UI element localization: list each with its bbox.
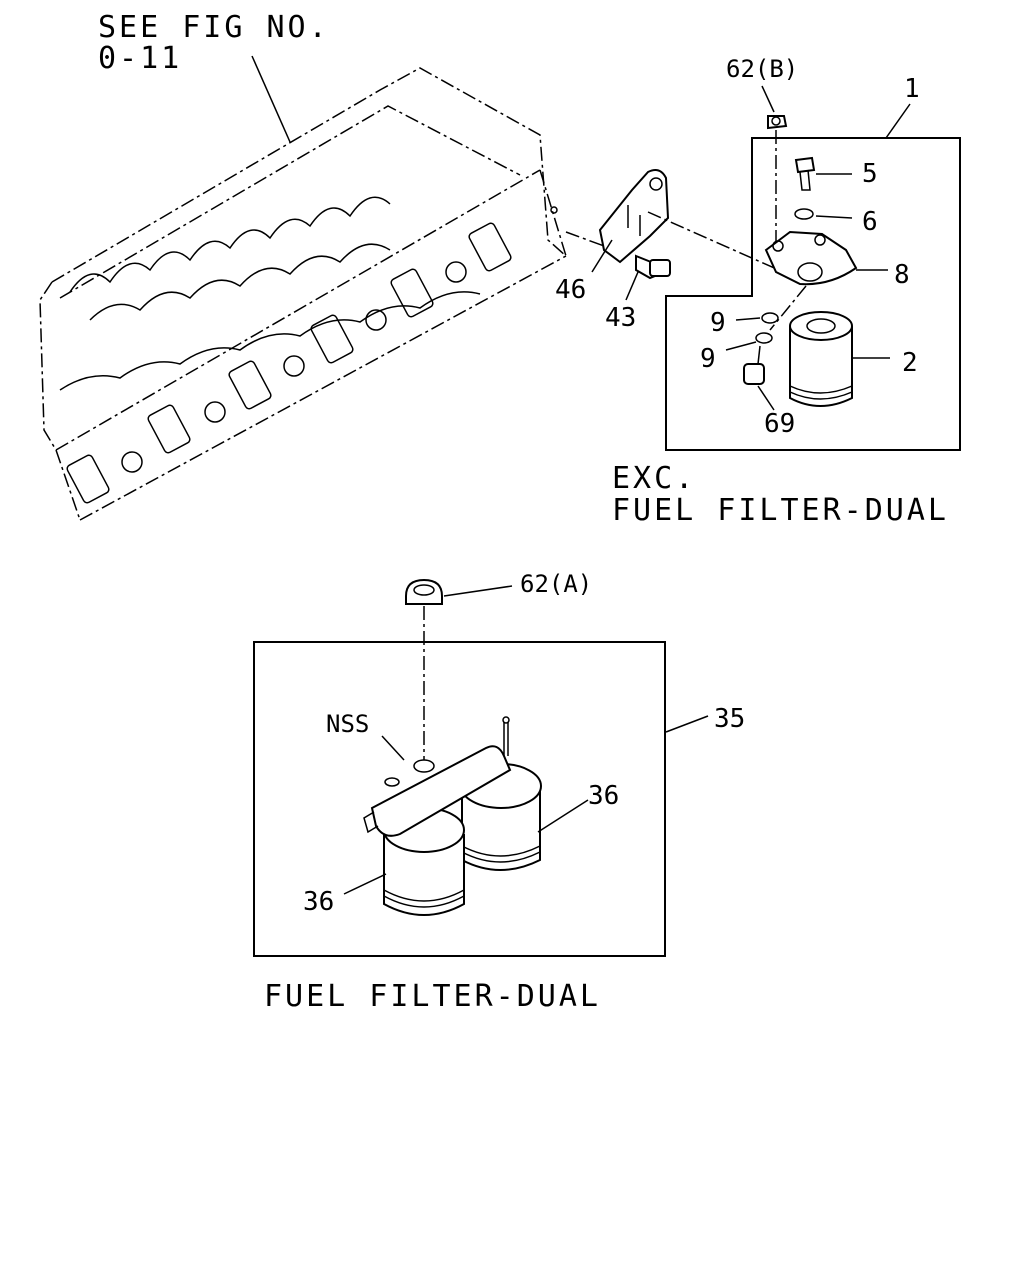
reference-line-1: SEE FIG NO. xyxy=(98,10,330,45)
callout-62a: 62(A) xyxy=(520,570,592,598)
head-axis-line xyxy=(769,285,807,331)
bolt-69 xyxy=(743,345,765,385)
upper-caption-line-2: FUEL FILTER-DUAL xyxy=(612,493,949,528)
bracket-to-filter-line xyxy=(647,211,791,276)
leader-6 xyxy=(815,215,853,219)
dual-fuel-filter-assembly xyxy=(363,716,542,916)
callout-62b: 62(B) xyxy=(726,55,798,83)
cylinder-head-illustration xyxy=(39,67,567,521)
callout-1: 1 xyxy=(904,74,920,104)
filter-cartridge-2 xyxy=(789,311,853,407)
mounting-bracket xyxy=(598,169,670,264)
reference-line-2: 0-11 xyxy=(98,41,182,76)
callout-6: 6 xyxy=(862,207,878,237)
callout-9b: 9 xyxy=(700,344,716,374)
callout-36b: 36 xyxy=(588,781,619,811)
bolt-43 xyxy=(635,254,671,280)
washer-6 xyxy=(794,208,814,220)
callout-9a: 9 xyxy=(710,308,726,338)
callout-43: 43 xyxy=(605,303,636,333)
leader-62a xyxy=(443,585,513,597)
callout-8: 8 xyxy=(894,260,910,290)
leader-36b xyxy=(537,799,589,833)
washer-9-lower xyxy=(755,332,773,344)
leader-9a xyxy=(735,317,761,321)
leader-62b xyxy=(761,85,775,113)
callout-nss: NSS xyxy=(326,710,369,738)
lower-group-frame xyxy=(253,641,666,957)
filter-head-8 xyxy=(764,230,858,286)
upper-group-frame xyxy=(665,137,961,451)
leader-9b xyxy=(725,341,757,351)
callout-36a: 36 xyxy=(303,887,334,917)
leader-1 xyxy=(885,103,911,139)
callout-69: 69 xyxy=(764,409,795,439)
leader-35 xyxy=(665,715,709,733)
leader-46 xyxy=(591,239,613,273)
callout-46: 46 xyxy=(555,275,586,305)
washer-9-upper xyxy=(761,312,779,324)
nut-62a xyxy=(405,578,443,605)
nut-62b xyxy=(767,115,788,130)
lower-caption: FUEL FILTER-DUAL xyxy=(264,979,601,1014)
callout-35: 35 xyxy=(714,704,745,734)
bolt-5 xyxy=(794,156,816,191)
leader-36a xyxy=(343,873,387,895)
leader-nss xyxy=(381,735,405,761)
bracket-alignment-line xyxy=(565,231,605,247)
callout-5: 5 xyxy=(862,159,878,189)
leader-69 xyxy=(757,385,775,411)
callout-2: 2 xyxy=(902,348,918,378)
leader-43 xyxy=(625,271,639,301)
upper-caption-line-1: EXC. xyxy=(612,461,696,496)
reference-leader xyxy=(251,55,291,143)
